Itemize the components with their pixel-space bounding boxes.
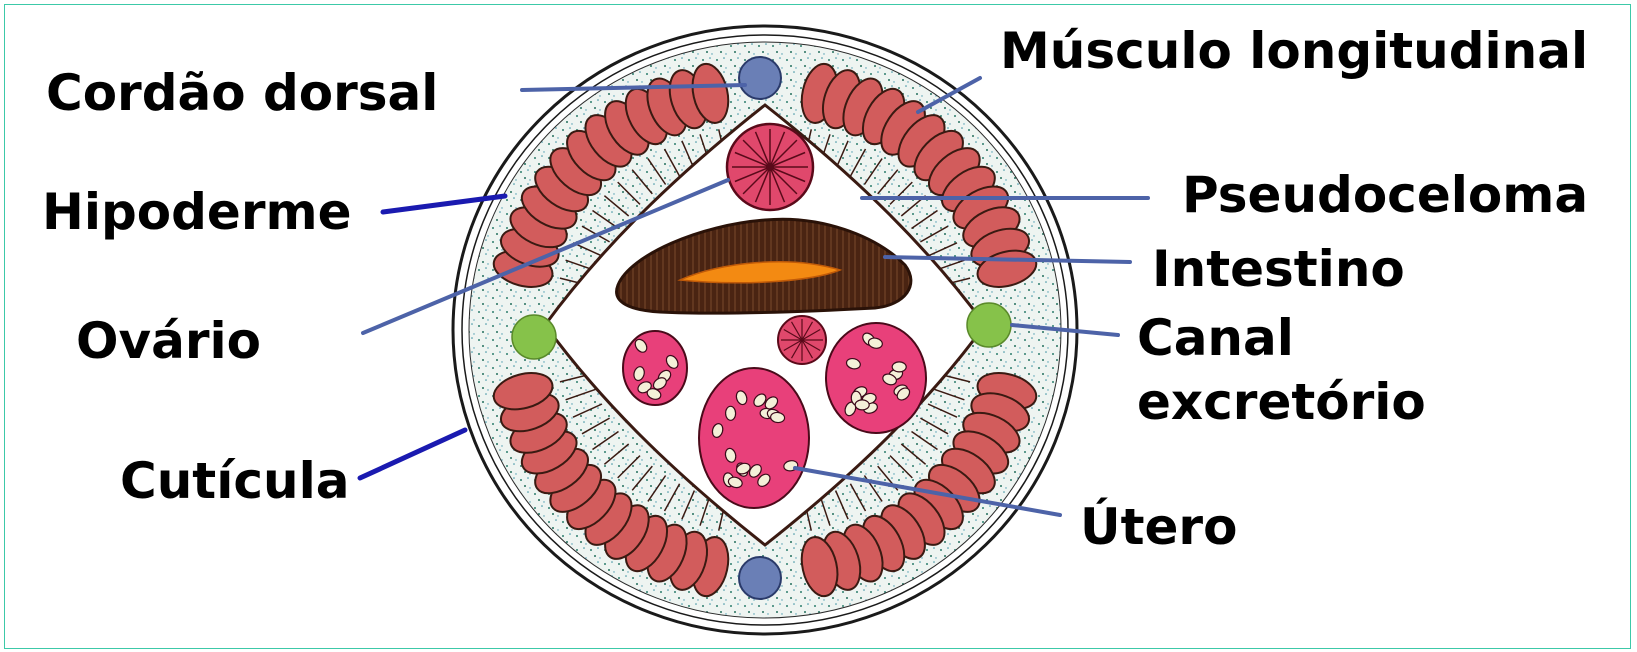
leader-cuticle	[360, 430, 465, 478]
excretory-canal-right	[967, 303, 1011, 347]
label-intestine: Intestino	[1152, 238, 1405, 300]
excretory-canal-left	[512, 315, 556, 359]
egg	[725, 406, 735, 420]
egg	[855, 400, 869, 410]
label-excretory-canal-line1: Canal	[1137, 307, 1294, 369]
ovary-upper	[727, 124, 813, 210]
label-excretory-canal-line2: excretório	[1137, 371, 1426, 433]
label-ovary: Ovário	[76, 310, 261, 372]
ventral-nerve-cord	[739, 557, 781, 599]
label-dorsal-cord: Cordão dorsal	[46, 62, 438, 124]
label-hypodermis: Hipoderme	[42, 181, 352, 243]
dorsal-nerve-cord	[739, 57, 781, 99]
label-pseudocoelom: Pseudoceloma	[1182, 164, 1588, 226]
label-longitudinal-muscle: Músculo longitudinal	[1000, 20, 1588, 82]
egg	[892, 362, 906, 372]
uterus-section-center	[699, 368, 809, 508]
ovary-lower	[778, 316, 826, 364]
label-uterus: Útero	[1080, 496, 1237, 558]
label-cuticle: Cutícula	[120, 450, 349, 512]
